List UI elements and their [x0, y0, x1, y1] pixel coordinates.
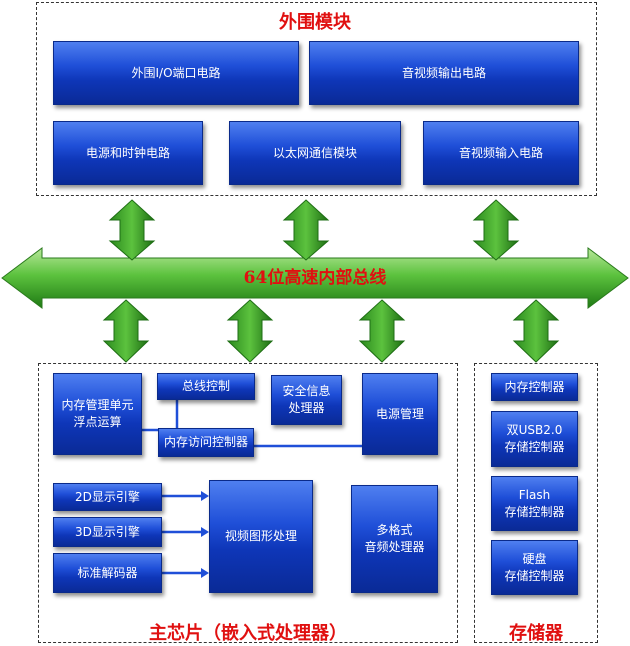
upper-connector-arrows — [108, 199, 520, 261]
bus-arrow-upper-1 — [108, 199, 156, 261]
engine-3d-block: 3D显示引擎 — [53, 517, 162, 547]
internal-bus-label: 64位高速内部总线 — [243, 268, 387, 288]
bus-arrow-upper-3 — [472, 199, 520, 261]
bus-arrow-lower-3 — [358, 299, 406, 363]
video-graphics-block: 视频图形处理 — [209, 480, 313, 593]
std-decoder-block: 标准解码器 — [53, 553, 162, 593]
storage-title: 存储器 — [509, 623, 563, 644]
power-clock-block: 电源和时钟电路 — [53, 121, 203, 185]
internal-bus-arrow — [1, 247, 629, 309]
av-input-block: 音视频输入电路 — [423, 121, 579, 185]
mem-access-ctrl-block: 内存访问控制器 — [158, 428, 254, 457]
internal-connectors — [142, 400, 362, 578]
security-processor-block: 安全信息 处理器 — [271, 375, 342, 425]
mem-controller-block: 内存控制器 — [491, 373, 578, 401]
flash-storage-ctrl-block: Flash 存储控制器 — [491, 476, 578, 531]
bus-control-block: 总线控制 — [157, 373, 255, 400]
av-output-block: 音视频输出电路 — [309, 41, 579, 105]
arrowhead-2d — [201, 491, 209, 501]
bus-arrow-upper-2 — [282, 199, 330, 261]
peripheral-module-title: 外围模块 — [279, 12, 351, 33]
lower-connector-arrows — [102, 299, 560, 363]
hdd-storage-ctrl-block: 硬盘 存储控制器 — [491, 540, 578, 595]
main-chip-title: 主芯片（嵌入式处理器） — [149, 623, 347, 644]
engine-2d-block: 2D显示引擎 — [53, 483, 162, 511]
bus-arrow-lower-1 — [102, 299, 150, 363]
arrowhead-3d — [201, 527, 209, 537]
peripheral-io-port-block: 外围I/O端口电路 — [53, 41, 299, 105]
ethernet-block: 以太网通信模块 — [229, 121, 401, 185]
mmu-fpu-block: 内存管理单元 浮点运算 — [53, 373, 142, 455]
arrowhead-decoder — [201, 568, 209, 578]
multi-format-audio-block: 多格式 音频处理器 — [351, 485, 438, 593]
usb-storage-ctrl-block: 双USB2.0 存储控制器 — [491, 411, 578, 467]
bus-arrow-lower-2 — [226, 299, 274, 363]
bus-arrow-lower-4 — [512, 299, 560, 363]
power-mgmt-block: 电源管理 — [362, 373, 438, 455]
